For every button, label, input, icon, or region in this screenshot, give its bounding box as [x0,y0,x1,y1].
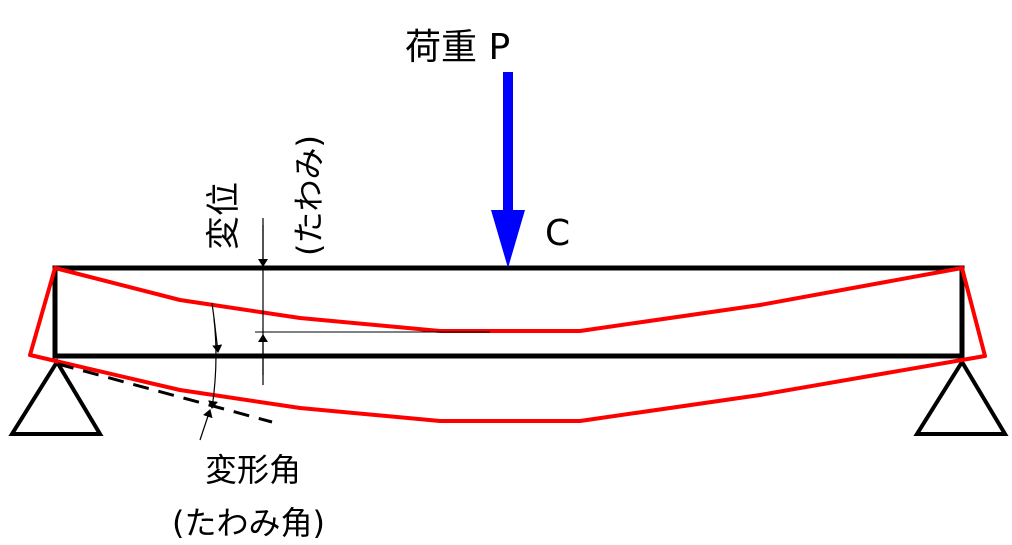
displacement-label: 変位 [204,182,244,250]
deformed-beam [28,266,987,423]
right-support [913,358,1009,436]
displacement-alt-label: (たわみ) [290,135,328,256]
beam [52,265,965,359]
angle-leader [199,409,213,441]
left-support [8,358,104,436]
angle-label: 変形角 [205,451,302,489]
load-arrow-head [491,210,525,268]
point-c-label: C [545,213,571,254]
angle-arc [208,302,218,409]
load-label: 荷重 P [405,27,511,68]
tangent-dashed-line [57,362,273,424]
angle-alt-label: (たわみ角) [172,504,325,542]
angle-arc-start-arrow [212,317,223,353]
